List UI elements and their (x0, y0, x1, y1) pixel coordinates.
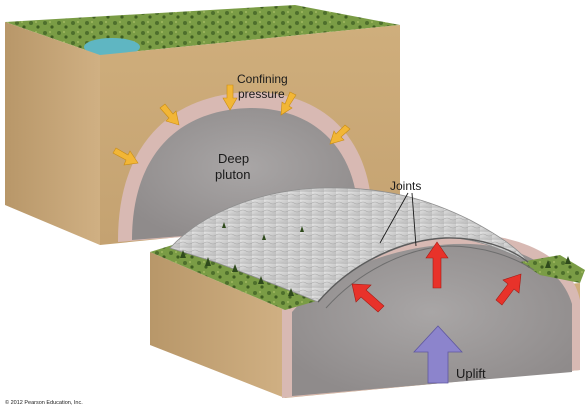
confining-pressure-arrows (112, 84, 351, 166)
joints-label: Joints (390, 179, 421, 193)
expansion-arrows (351, 241, 522, 313)
copyright-notice: © 2012 Pearson Education, Inc. (5, 399, 83, 406)
uplift-label: Uplift (456, 366, 486, 381)
pressure-arrow (159, 103, 180, 126)
lower-block (150, 187, 585, 398)
lake (84, 38, 140, 56)
uplift-arrow (413, 325, 463, 384)
pressure-arrow (280, 91, 297, 116)
expansion-arrow (495, 273, 522, 306)
joint-line (317, 237, 529, 303)
deep-pluton-label-line2: pluton (215, 167, 250, 182)
confining-pressure-label-line2: pressure (238, 87, 285, 101)
pressure-arrow (112, 147, 139, 166)
lower-pluton (292, 243, 572, 396)
lower-forest-left (150, 238, 320, 310)
trees (180, 222, 571, 296)
upper-left-face (5, 22, 100, 245)
confining-pressure-label-line1: Confining (237, 72, 288, 86)
lower-left-face (150, 252, 285, 398)
joint-line (325, 245, 535, 309)
joints-pointer-lines (379, 192, 417, 247)
pressure-arrow (222, 84, 238, 111)
pressure-arrow (329, 124, 351, 145)
expansion-arrow (351, 283, 385, 313)
expansion-arrow (425, 241, 449, 289)
deep-pluton-label-line1: Deep (218, 151, 249, 166)
